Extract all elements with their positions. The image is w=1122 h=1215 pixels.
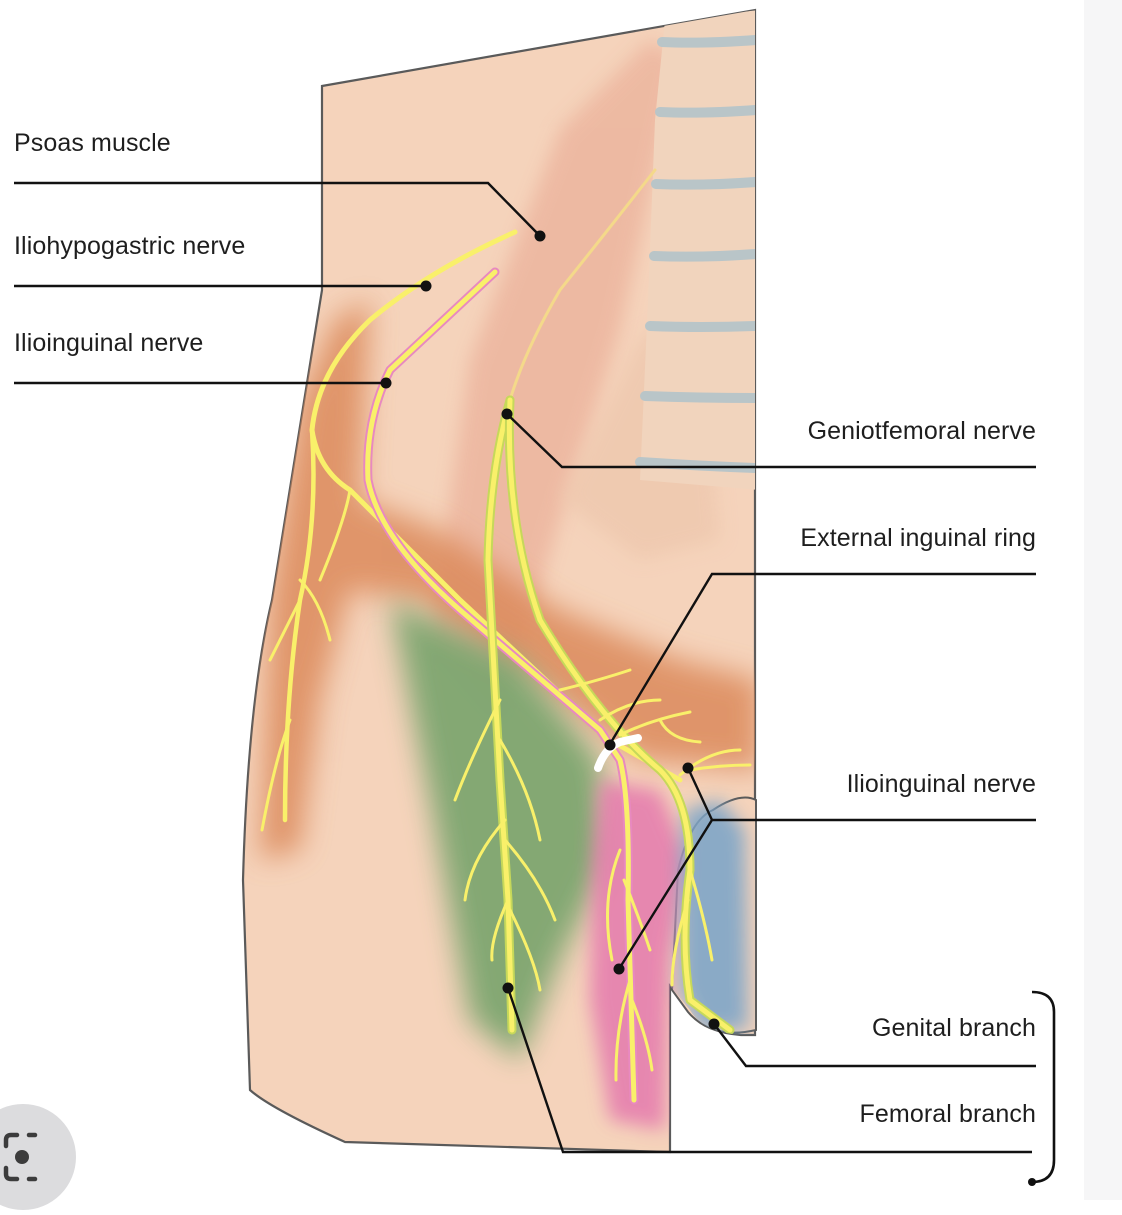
- genital-branch-region: [680, 800, 748, 1030]
- femoral-branch-leader: [506, 987, 1032, 1154]
- label-femoral-branch: Femoral branch: [859, 1100, 1036, 1128]
- leader-lines: [14, 181, 1036, 1154]
- genital-branch-dot: [708, 1018, 720, 1030]
- ilioinguinal-bottom-dot-lower: [613, 963, 625, 975]
- femoral-branch-dot: [502, 982, 514, 994]
- ilioinguinal-nerve-line: [365, 269, 637, 1103]
- ilioinguinal-top-dot: [380, 377, 392, 389]
- ilioinguinal-bottom-dot-upper: [682, 762, 694, 774]
- genitofemoral-leader: [506, 413, 1036, 469]
- psoas-dot: [534, 230, 546, 242]
- label-external-inguinal-ring: External inguinal ring: [800, 524, 1036, 552]
- label-psoas-muscle: Psoas muscle: [14, 129, 171, 157]
- branch-bracket: [1031, 990, 1056, 1184]
- nerve-tree: [260, 168, 752, 1105]
- external-ring-dot: [604, 739, 616, 751]
- label-genitofemoral-nerve: Geniotfemoral nerve: [807, 417, 1036, 445]
- label-ilioinguinal-nerve-top: Ilioinguinal nerve: [14, 329, 204, 357]
- bracket-end-dot: [1028, 1178, 1036, 1186]
- external-ring-leader: [608, 572, 1036, 745]
- iliohypogastric-dot: [420, 280, 432, 292]
- iliohypogastric-nerve-line: [309, 229, 683, 783]
- iliohypogastric-region: [260, 300, 755, 860]
- vertebral-column: [635, 10, 755, 490]
- genital-branch-leader: [713, 1023, 1036, 1068]
- label-iliohypogastric-nerve: Iliohypogastric nerve: [14, 232, 246, 260]
- genitofemoral-dot: [501, 408, 513, 420]
- side-panel-strip: [1084, 0, 1122, 1200]
- visual-search-lens-icon: [3, 1132, 38, 1182]
- genitofemoral-nerve-line: [508, 168, 657, 402]
- psoas-leader: [14, 181, 541, 237]
- ilioinguinal-bottom-leader-branch: [686, 767, 714, 821]
- leader-dots: [380, 230, 720, 1030]
- visual-search-button[interactable]: [0, 1104, 76, 1210]
- label-ilioinguinal-nerve-bottom: Ilioinguinal nerve: [846, 770, 1036, 798]
- label-genital-branch: Genital branch: [872, 1014, 1036, 1042]
